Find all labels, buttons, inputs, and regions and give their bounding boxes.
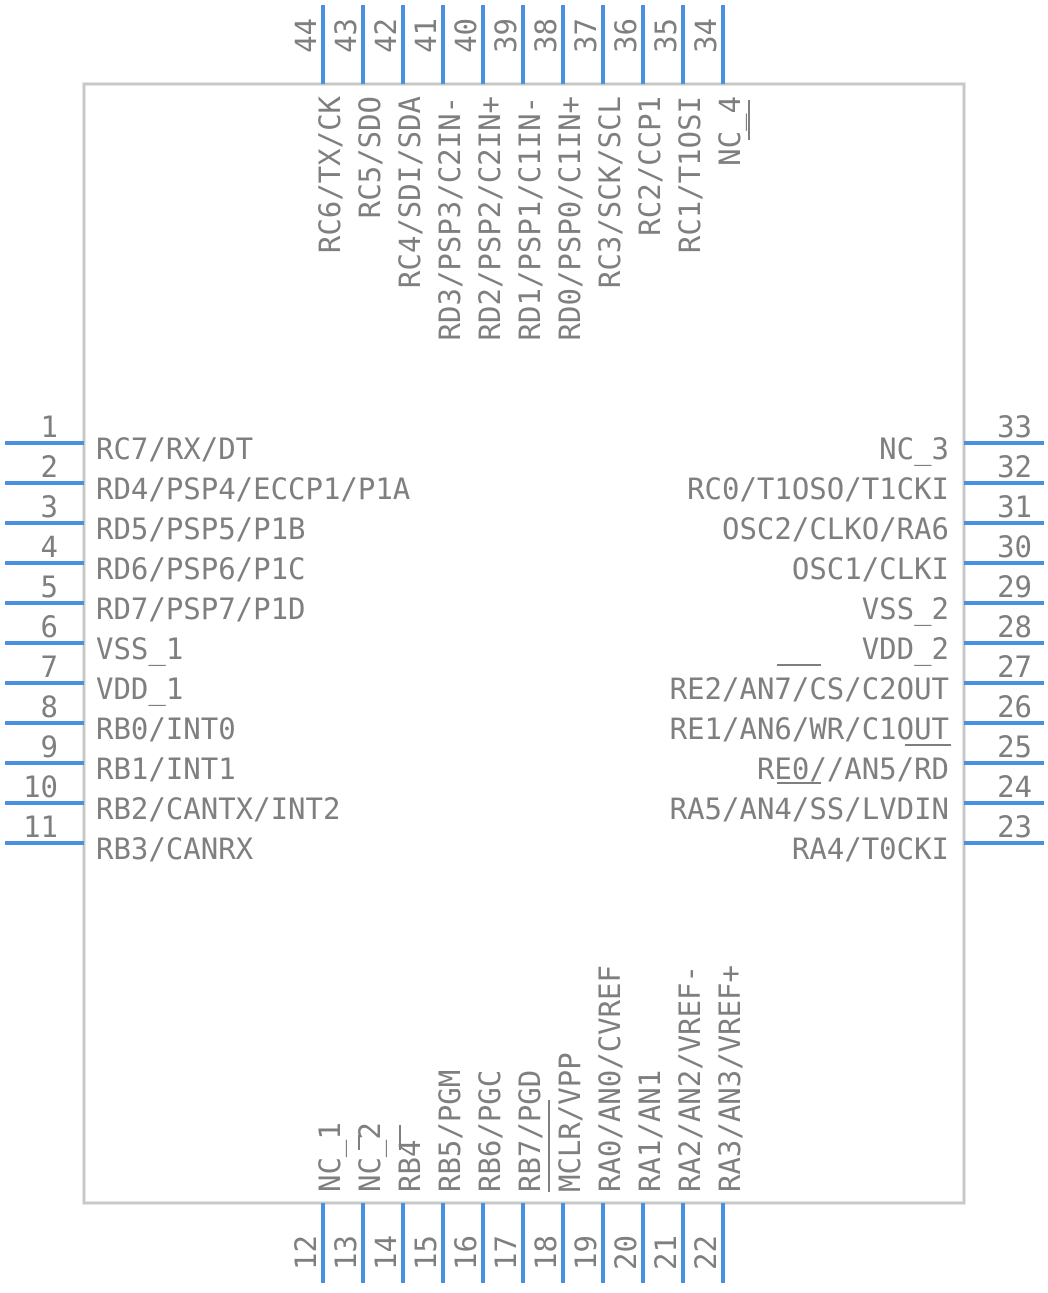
pin-name: RE2/AN7/CS/C2OUT [670,672,949,706]
pin-name: RD0/PSP0/C1IN+ [553,96,587,340]
pin-number: 7 [41,650,58,684]
pin-name: RA3/AN3/VREF+ [713,965,747,1192]
pin-name: RD1/PSP1/C1IN- [513,96,547,340]
pin-number: 18 [529,1235,563,1270]
pin-number: 37 [569,18,603,53]
pin-name: RE0//AN5/RD [757,752,949,786]
pin-name: RC1/T1OSI [673,96,707,253]
pin-number: 27 [997,650,1032,684]
pin-number: 3 [41,490,58,524]
pin-name: OSC2/CLKO/RA6 [722,512,949,546]
pin-number: 42 [369,18,403,53]
pin-name: RA2/AN2/VREF- [673,965,707,1192]
pin-name: VDD_1 [96,672,183,707]
pin-name: RC7/RX/DT [96,432,253,466]
pin-number: 1 [41,410,58,444]
pin-name: OSC1/CLKI [792,552,949,586]
pin-number: 14 [369,1235,403,1270]
pin-name: RD4/PSP4/ECCP1/P1A [96,472,410,506]
pin-name: RE1/AN6/WR/C1OUT [670,712,949,746]
pin-number: 31 [997,490,1032,524]
pin-number: 33 [997,410,1032,444]
pin-name: NC_4 [713,96,748,166]
pin-name: RA1/AN1 [633,1070,667,1192]
pin-number: 26 [997,690,1032,724]
pin-name: RC0/T1OSO/T1CKI [687,472,949,506]
pin-number: 23 [997,810,1032,844]
pin-number: 4 [41,530,58,564]
pin-name: RB7/PGD [513,1070,547,1192]
pin-name: RD5/PSP5/P1B [96,512,306,546]
overbar-marks [358,100,951,1192]
pin-number: 29 [997,570,1032,604]
pin-number: 17 [489,1235,523,1270]
pin-number: 13 [329,1235,363,1270]
pin-name: RB2/CANTX/INT2 [96,792,340,826]
pin-name: RD2/PSP2/C2IN+ [473,96,507,340]
pin-name: RB5/PGM [433,1070,467,1192]
pin-number: 30 [997,530,1032,564]
pin-name: RA0/AN0/CVREF [593,965,627,1192]
pin-name: RA4/T0CKI [792,832,949,866]
pin-number: 21 [649,1235,683,1270]
pin-name: RD6/PSP6/P1C [96,552,306,586]
pin-number: 44 [289,18,323,53]
pin-number: 32 [997,450,1032,484]
pin-number: 11 [23,810,58,844]
pin-name: RC6/TX/CK [313,95,347,253]
pin-name: RB6/PGC [473,1070,507,1192]
pin-name: RB1/INT1 [96,752,236,786]
pin-number: 39 [489,18,523,53]
pin-name: RD7/PSP7/P1D [96,592,306,626]
pin-number: 10 [23,770,58,804]
pin-number: 36 [609,18,643,53]
pin-number: 34 [689,18,723,53]
pin-name: RC3/SCK/SCL [593,96,627,288]
pin-name: NC_2 [353,1122,388,1192]
pin-number: 5 [41,570,58,604]
pin-name: RC5/SDO [353,96,387,218]
pin-number: 22 [689,1235,723,1270]
pin-number: 16 [449,1235,483,1270]
pin-name: VDD_2 [862,632,949,667]
pin-name: RB4 [393,1140,427,1192]
pin-name: VSS_1 [96,632,183,667]
pin-number: 2 [41,450,58,484]
pin-name: RC2/CCP1 [633,96,667,236]
pin-name: RB0/INT0 [96,712,236,746]
pin-number: 19 [569,1235,603,1270]
pin-number: 38 [529,18,563,53]
pin-name: RC4/SDI/SDA [393,96,427,288]
pin-name: RD3/PSP3/C2IN- [433,96,467,340]
pin-number: 28 [997,610,1032,644]
pin-number: 20 [609,1235,643,1270]
pin-number: 41 [409,18,443,53]
pins-layer [5,5,1044,1283]
pin-number: 6 [41,610,58,644]
pin-name: NC_1 [313,1122,348,1192]
pin-number: 35 [649,18,683,53]
pin-number: 43 [329,18,363,53]
pin-name: VSS_2 [862,592,949,627]
pin-number: 40 [449,18,483,53]
pin-number: 8 [41,690,58,724]
pin-name: NC_3 [879,432,949,467]
pin-number: 24 [997,770,1032,804]
pin-name: RA5/AN4/SS/LVDIN [670,792,949,826]
pin-name: MCLR/VPP [553,1052,587,1192]
pin-number: 15 [409,1235,443,1270]
pin-number: 9 [41,730,58,764]
pin-number: 25 [997,730,1032,764]
pin-number: 12 [289,1235,323,1270]
pin-name: RB3/CANRX [96,832,254,866]
